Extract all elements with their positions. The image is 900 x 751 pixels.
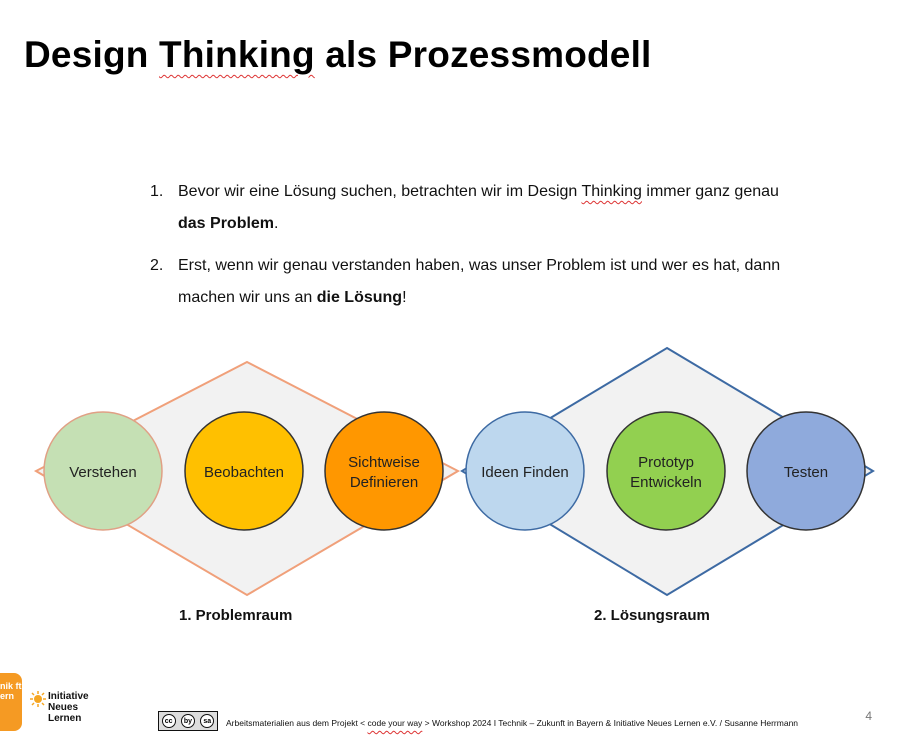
page-number: 4 <box>865 709 872 723</box>
step-testen: Testen <box>746 411 866 531</box>
step-circle <box>184 411 304 531</box>
sun-icon <box>30 691 46 707</box>
step-ideen-finden: Ideen Finden <box>465 411 585 531</box>
sa-icon: sa <box>200 714 215 728</box>
step-circle <box>43 411 163 531</box>
cc-icon: cc <box>161 714 176 728</box>
svg-text:Entwickeln: Entwickeln <box>630 474 702 491</box>
numbered-list: 1. Bevor wir eine Lösung suchen, betrach… <box>150 176 790 324</box>
step-beobachten: Beobachten <box>184 411 304 531</box>
cc-license-badge: cc by sa <box>158 711 218 731</box>
process-diagram: Verstehen Beobachten Sichtweise Definier… <box>33 346 875 597</box>
spellcheck-word: Thinking <box>581 183 642 200</box>
step-prototyp-entwickeln: Prototyp Entwickeln <box>606 411 726 531</box>
slide-title: Design Thinking als Prozessmodell <box>24 34 652 75</box>
svg-text:Definieren: Definieren <box>350 474 418 491</box>
svg-text:Beobachten: Beobachten <box>204 464 284 481</box>
spellcheck-word: code your way <box>367 718 423 728</box>
svg-text:Sichtweise: Sichtweise <box>348 454 420 471</box>
footer-credits: Arbeitsmaterialien aus dem Projekt < cod… <box>226 718 799 728</box>
step-circle <box>324 411 444 531</box>
spellcheck-word: Thinking <box>159 34 315 75</box>
initiative-logo: Initiative Neues Lernen <box>30 691 89 724</box>
slide-footer: nik ft ern Initiative Neues Lernen cc by… <box>0 665 900 751</box>
by-icon: by <box>180 714 195 728</box>
svg-text:Prototyp: Prototyp <box>638 454 694 471</box>
technik-logo: nik ft ern <box>0 673 22 731</box>
list-item: 2. Erst, wenn wir genau verstanden haben… <box>150 257 781 306</box>
solution-space-label: 2. Lösungsraum <box>594 607 710 624</box>
list-item: 1. Bevor wir eine Lösung suchen, betrach… <box>150 183 779 232</box>
step-sichtweise-definieren: Sichtweise Definieren <box>324 411 444 531</box>
svg-text:Verstehen: Verstehen <box>69 464 137 481</box>
problem-space-label: 1. Problemraum <box>179 607 293 624</box>
step-circle <box>746 411 866 531</box>
svg-text:Ideen Finden: Ideen Finden <box>481 464 569 481</box>
step-circle <box>465 411 585 531</box>
step-verstehen: Verstehen <box>43 411 163 531</box>
step-circle <box>606 411 726 531</box>
svg-text:Testen: Testen <box>784 464 828 481</box>
